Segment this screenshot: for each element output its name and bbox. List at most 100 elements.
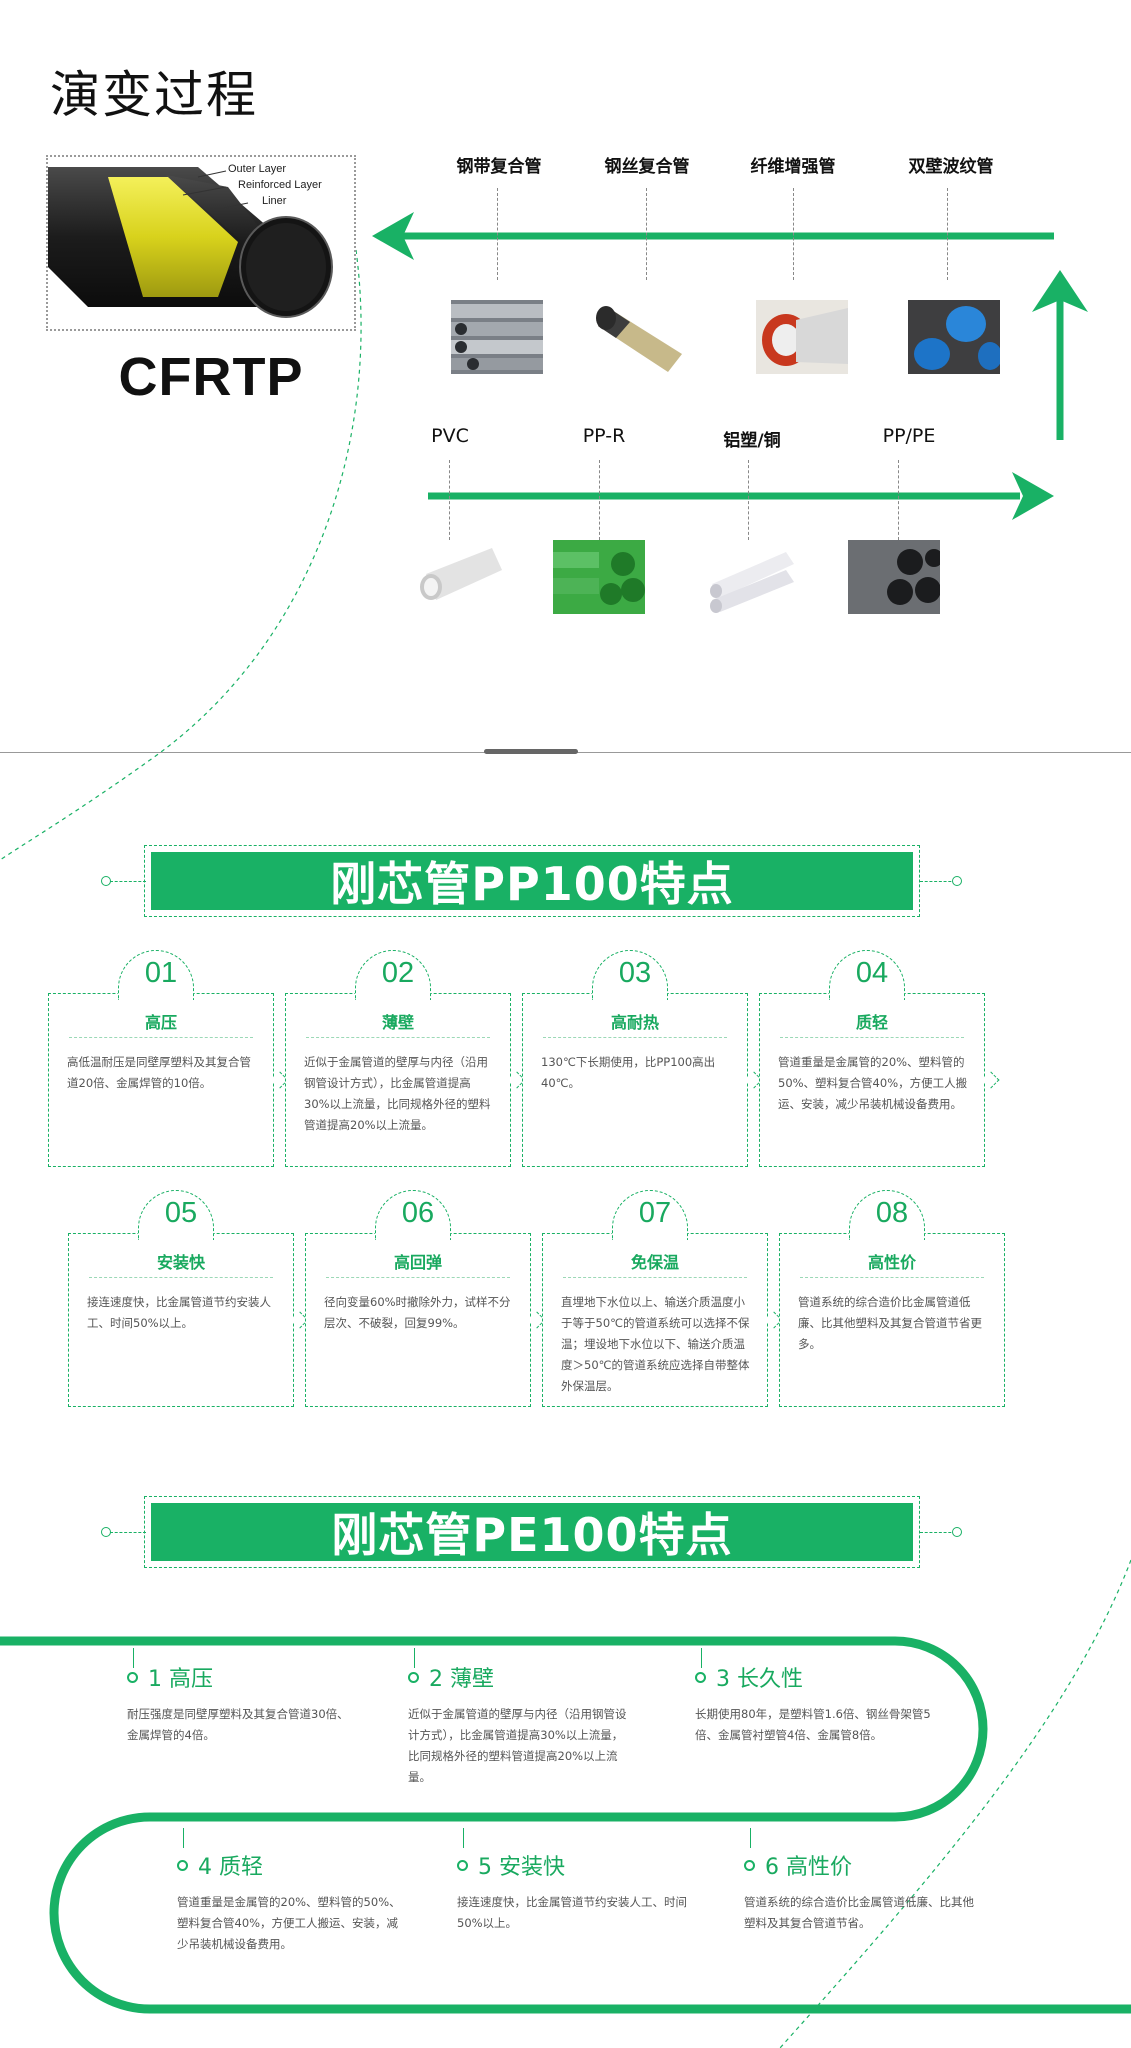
pe100-feature: 6 高性价 管道系统的综合造价比金属管道低廉、比其他塑料及其复合管道节省。 [744, 1850, 984, 1934]
layer-label-liner: Liner [262, 195, 287, 207]
card-number: 07 [638, 1197, 672, 1229]
pipe-name-ppr: PP-R [582, 425, 626, 447]
pp100-card: 06 高回弹 径向变量60%时撤除外力，试样不分层次、不破裂，回复99%。 [305, 1190, 546, 1407]
pipe-image-steel-strip [451, 300, 543, 374]
card-number: 06 [401, 1197, 435, 1229]
pe100-feature: 5 安装快 接连速度快，比金属管道节约安装人工、时间50%以上。 [457, 1850, 697, 1934]
pipe-image-steel-wire [592, 300, 684, 374]
banner-dash-right [920, 881, 956, 882]
dash-connector [449, 460, 450, 540]
pe100-banner: 刚芯管PE100特点 [144, 1496, 920, 1568]
dash-connector [898, 460, 899, 540]
pp100-card: 05 安装快 接连速度快，比金属管道节约安装人工、时间50%以上。 [68, 1190, 309, 1407]
card-desc: 管道重量是金属管的20%、塑料管的50%、塑料复合管40%，方便工人搬运、安装，… [778, 1055, 968, 1111]
pe-stem [463, 1828, 464, 1848]
card-title: 高性价 [867, 1253, 916, 1272]
pipe-name-aluminum-copper: 铝塑/铜 [723, 431, 781, 451]
pp100-card: 01 高压 高低温耐压是同壁厚塑料及其复合管道20倍、金属焊管的10倍。 [48, 950, 289, 1167]
banner-dash-left [110, 881, 146, 882]
card-number: 05 [164, 1197, 198, 1229]
pipe-name-fiber: 纤维增强管 [750, 157, 836, 177]
dash-connector [599, 460, 600, 540]
banner-dot-right [952, 876, 962, 886]
banner-dot-left [101, 1527, 111, 1537]
dash-connector [793, 188, 794, 280]
banner-dot-left [101, 876, 111, 886]
card-title: 安装快 [156, 1253, 205, 1272]
pe100-feature: 2 薄壁 近似于金属管道的壁厚与内径（沿用钢管设计方式），比金属管道提高30%以… [408, 1662, 648, 1788]
card-title: 免保温 [630, 1253, 679, 1272]
evolution-title: 演变过程 [50, 66, 258, 124]
feature-desc: 管道重量是金属管的20%、塑料管的50%、塑料复合管40%，方便工人搬运、安装，… [177, 1895, 401, 1951]
banner-dash-right [920, 1532, 956, 1533]
dash-connector [646, 188, 647, 280]
feature-desc: 长期使用80年，是塑料管1.6倍、钢丝骨架管5倍、金属管衬塑管4倍、金属管8倍。 [695, 1707, 931, 1742]
pipe-name-double-wall: 双壁波纹管 [908, 157, 994, 177]
pipe-image-pp-pe [848, 540, 940, 614]
pipe-image-fiber [756, 300, 848, 374]
dash-connector [497, 188, 498, 280]
layer-label-outer: Outer Layer [228, 163, 287, 175]
feature-title: 6 高性价 [765, 1855, 852, 1880]
card-title: 质轻 [855, 1013, 888, 1032]
pe-stem [133, 1648, 134, 1668]
pe100-feature: 4 质轻 管道重量是金属管的20%、塑料管的50%、塑料复合管40%，方便工人搬… [177, 1850, 417, 1955]
pe100-feature: 1 高压 耐压强度是同壁厚塑料及其复合管道30倍、金属焊管的4倍。 [127, 1662, 367, 1746]
pp100-card: 08 高性价 管道系统的综合造价比金属管道低廉、比其他塑料及其复合管道节省更多。 [779, 1190, 1005, 1407]
card-title: 高回弹 [393, 1253, 442, 1272]
pipe-name-pvc: PVC [431, 425, 469, 447]
banner-dash-left [110, 1532, 146, 1533]
evolution-arrows [372, 212, 1088, 520]
card-desc: 高低温耐压是同壁厚塑料及其复合管道20倍、金属焊管的10倍。 [67, 1055, 251, 1090]
pe-stem [183, 1828, 184, 1848]
card-number: 01 [144, 957, 178, 989]
card-desc: 130℃下长期使用，比PP100高出40℃。 [541, 1055, 716, 1090]
dash-connector [748, 460, 749, 540]
pipe-name-steel-strip: 钢带复合管 [456, 157, 542, 177]
pp100-title: 刚芯管PP100特点 [330, 857, 734, 911]
pp100-card: 02 薄壁 近似于金属管道的壁厚与内径（沿用钢管设计方式），比金属管道提高30%… [285, 950, 526, 1167]
card-number: 02 [381, 957, 415, 989]
feature-title: 3 长久性 [716, 1667, 803, 1692]
feature-desc: 耐压强度是同壁厚塑料及其复合管道30倍、金属焊管的4倍。 [127, 1707, 349, 1742]
feature-title: 5 安装快 [478, 1855, 565, 1880]
feature-desc: 管道系统的综合造价比金属管道低廉、比其他塑料及其复合管道节省。 [744, 1895, 974, 1930]
card-number: 03 [618, 957, 652, 989]
pe-stem [414, 1648, 415, 1668]
pp100-card: 03 高耐热 130℃下长期使用，比PP100高出40℃。 [522, 950, 763, 1167]
pipe-image-double-wall [908, 300, 1000, 374]
feature-title: 2 薄壁 [429, 1667, 494, 1692]
card-desc: 直埋地下水位以上、输送介质温度小于等于50℃的管道系统可以选择不保温；埋设地下水… [561, 1295, 750, 1393]
pipe-image-aluminum-copper [706, 540, 798, 614]
card-desc: 管道系统的综合造价比金属管道低廉、比其他塑料及其复合管道节省更多。 [798, 1295, 982, 1351]
cfrtp-label: CFRTP [118, 347, 304, 407]
dash-connector [947, 188, 948, 280]
pe-stem [750, 1828, 751, 1848]
card-desc: 接连速度快，比金属管道节约安装人工、时间50%以上。 [87, 1295, 271, 1330]
pp100-banner: 刚芯管PP100特点 [144, 845, 920, 917]
card-desc: 径向变量60%时撤除外力，试样不分层次、不破裂，回复99%。 [324, 1295, 511, 1330]
pe100-title: 刚芯管PE100特点 [331, 1508, 733, 1562]
pe-stem [701, 1648, 702, 1668]
layer-label-reinforced: Reinforced Layer [238, 179, 322, 191]
card-title: 高耐热 [610, 1013, 659, 1032]
feature-title: 4 质轻 [198, 1855, 263, 1880]
cfrtp-pipe-illustration [48, 157, 354, 329]
pipe-image-pvc [416, 540, 508, 614]
card-number: 08 [875, 1197, 909, 1229]
pp100-card: 04 质轻 管道重量是金属管的20%、塑料管的50%、塑料复合管40%，方便工人… [759, 950, 1000, 1167]
feature-title: 1 高压 [148, 1667, 213, 1692]
pipe-image-ppr [553, 540, 645, 614]
pipe-name-steel-wire: 钢丝复合管 [604, 157, 690, 177]
feature-desc: 近似于金属管道的壁厚与内径（沿用钢管设计方式），比金属管道提高30%以上流量，比… [408, 1707, 627, 1784]
card-desc: 近似于金属管道的壁厚与内径（沿用钢管设计方式），比金属管道提高30%以上流量，比… [304, 1055, 491, 1132]
feature-desc: 接连速度快，比金属管道节约安装人工、时间50%以上。 [457, 1895, 687, 1930]
pipe-name-pp-pe: PP/PE [882, 425, 936, 447]
card-title: 薄壁 [381, 1013, 414, 1032]
card-number: 04 [855, 957, 889, 989]
banner-dot-right [952, 1527, 962, 1537]
divider-handle[interactable] [484, 749, 578, 754]
card-title: 高压 [144, 1013, 177, 1032]
cfrtp-pipe-image: Outer Layer Reinforced Layer Liner [46, 155, 356, 331]
